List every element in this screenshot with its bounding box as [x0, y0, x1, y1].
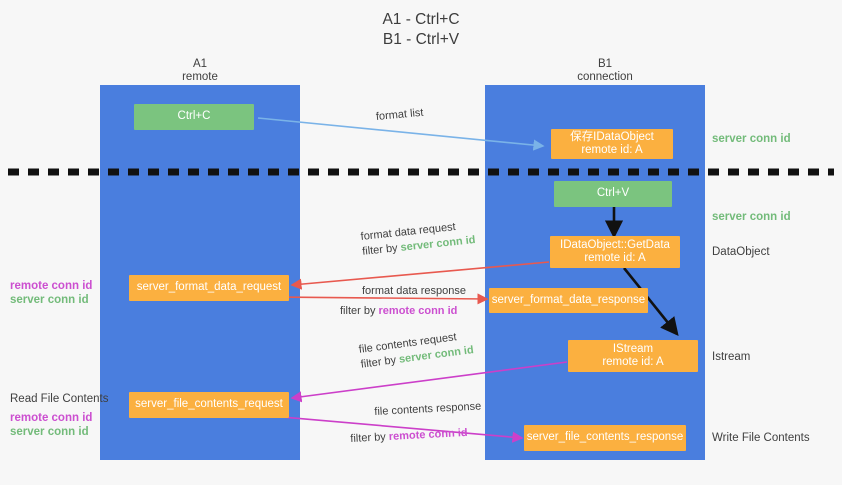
node-format-data-response-label: server_format_data_response — [491, 293, 646, 306]
filter-value-4: remote conn id — [388, 426, 468, 443]
label-remote-conn-1: remote conn id — [10, 280, 93, 292]
edge-label-format-data-request-group: format data request filter by server con… — [360, 218, 476, 260]
edge-label-file-contents-response: file contents response — [374, 400, 482, 418]
node-save-idataobject-line1: 保存IDataObject — [570, 130, 654, 143]
node-istream-line2: remote id: A — [602, 356, 664, 368]
edge-label-file-contents-request-group: file contents request filter by server c… — [358, 328, 475, 373]
column-header-b1: B1 connection — [545, 58, 665, 84]
node-file-contents-response-label: server_file_contents_response — [526, 431, 684, 444]
filter-value-2: remote conn id — [378, 305, 458, 317]
edge-label-file-contents-response-filter: filter by remote conn id — [350, 426, 468, 447]
node-save-idataobject-line2: remote id: A — [581, 144, 643, 156]
node-ctrl-v-label: Ctrl+V — [596, 187, 630, 200]
node-idataobject-getdata[interactable]: IDataObject::GetData remote id: A — [550, 236, 680, 268]
edge-label-format-data-response-filter: filter by remote conn id — [340, 304, 457, 319]
node-istream[interactable]: IStream remote id: A — [568, 340, 698, 372]
node-save-idataobject[interactable]: 保存IDataObject remote id: A — [551, 129, 673, 159]
label-server-conn-top: server conn id — [712, 133, 791, 145]
label-server-conn-1: server conn id — [10, 294, 89, 306]
node-server-format-data-request[interactable]: server_format_data_request — [129, 275, 289, 301]
label-remote-conn-2: remote conn id — [10, 412, 93, 424]
label-write-file-contents: Write File Contents — [712, 432, 810, 444]
node-server-file-contents-response[interactable]: server_file_contents_response — [524, 425, 686, 451]
node-server-format-data-response[interactable]: server_format_data_response — [489, 288, 648, 313]
edge-label-format-list: format list — [375, 106, 424, 123]
column-b1-sub: connection — [577, 71, 633, 83]
column-b1-name: B1 — [597, 58, 613, 70]
node-getdata-line1: IDataObject::GetData — [560, 238, 670, 251]
node-ctrl-v[interactable]: Ctrl+V — [554, 181, 672, 207]
label-dataobject: DataObject — [712, 246, 770, 258]
label-server-conn-mid: server conn id — [712, 211, 791, 223]
node-ctrl-c[interactable]: Ctrl+C — [134, 104, 254, 130]
filter-prefix-3: filter by — [360, 353, 400, 371]
column-header-a1: A1 remote — [140, 58, 260, 84]
label-server-conn-2: server conn id — [10, 426, 89, 438]
node-format-data-request-label: server_format_data_request — [136, 281, 282, 294]
filter-prefix-1: filter by — [361, 241, 402, 258]
label-read-file-contents: Read File Contents — [10, 393, 109, 405]
label-istream: Istream — [712, 351, 751, 363]
title-line-1: A1 - Ctrl+C — [382, 11, 460, 28]
title-line-2: B1 - Ctrl+V — [382, 31, 460, 48]
filter-prefix-4: filter by — [350, 430, 390, 445]
node-istream-line1: IStream — [612, 342, 654, 355]
node-getdata-line2: remote id: A — [584, 252, 646, 264]
column-a1-sub: remote — [182, 71, 218, 83]
node-ctrl-c-label: Ctrl+C — [177, 110, 211, 123]
filter-prefix-2: filter by — [340, 305, 379, 317]
edge-label-format-data-response: format data response — [362, 285, 466, 297]
node-file-contents-request-label: server_file_contents_request — [135, 398, 283, 411]
node-server-file-contents-request[interactable]: server_file_contents_request — [129, 392, 289, 418]
column-a1-name: A1 — [192, 58, 208, 70]
